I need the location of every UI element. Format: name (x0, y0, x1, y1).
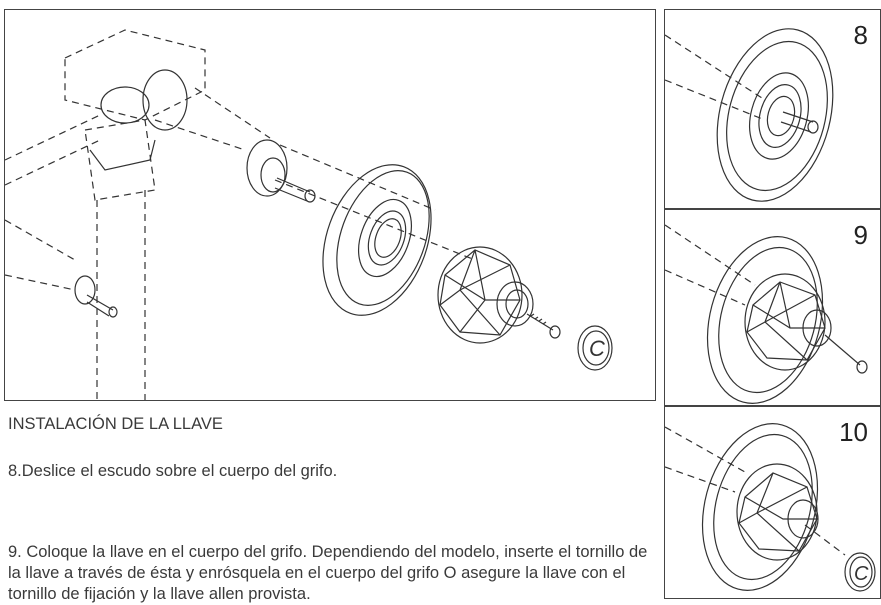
cap-letter-10: C (854, 563, 869, 585)
exploded-view-drawing: C (5, 29, 613, 400)
step-8-instruction: 8.Deslice el escudo sobre el cuerpo del … (8, 462, 338, 480)
step-8-drawing (665, 28, 834, 202)
step-number-9: 9 (853, 220, 868, 250)
step-number-10: 10 (839, 417, 868, 447)
cap-letter: C (589, 336, 605, 361)
step-9-figure: 9 (664, 209, 881, 406)
step-number-8: 8 (853, 20, 868, 50)
step-8-figure: 8 (664, 9, 881, 209)
step-9-drawing (665, 224, 868, 404)
step-9-instruction: 9. Coloque la llave en el cuerpo del gri… (8, 543, 648, 603)
step-10-drawing: C (665, 423, 876, 592)
main-installation-figure: C (4, 9, 656, 401)
step-10-figure: C 10 (664, 406, 881, 599)
section-heading: INSTALACIÓN DE LA LLAVE (8, 415, 223, 433)
